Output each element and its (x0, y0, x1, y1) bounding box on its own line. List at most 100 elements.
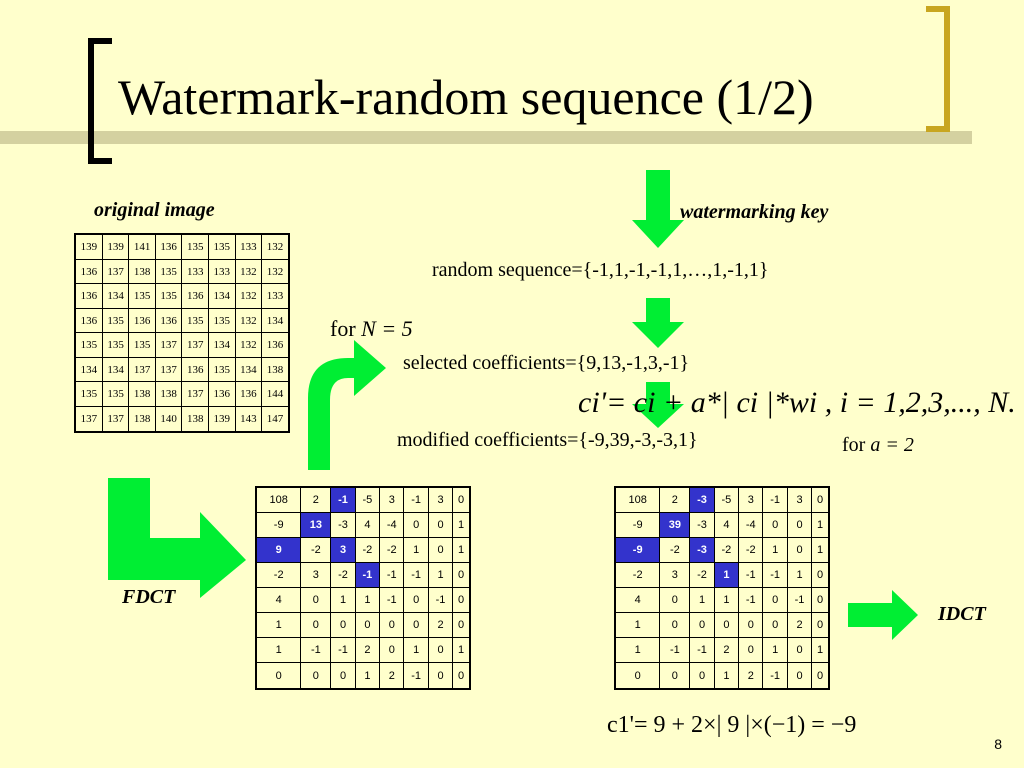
table-cell: -2 (354, 537, 381, 564)
table-cell: 138 (154, 381, 183, 407)
table-cell: 4 (354, 512, 381, 539)
table-cell: 1 (614, 637, 661, 664)
table-cell: 2 (659, 486, 691, 514)
table-cell: 138 (128, 381, 156, 407)
table-cell: 0 (452, 612, 471, 639)
table-cell: 134 (101, 356, 130, 383)
table-cell: 137 (128, 356, 156, 383)
table-cell: -1 (659, 637, 691, 664)
table-cell: -2 (738, 537, 764, 564)
down-arrow-icon (632, 170, 684, 248)
for-a-label: for a = 2 (842, 434, 914, 457)
table-cell: 135 (128, 332, 156, 358)
table-cell: 1 (786, 562, 813, 589)
table-cell: 0 (811, 612, 830, 639)
table-cell: -9 (255, 512, 302, 539)
table-cell: 3 (659, 562, 691, 589)
fdct-label: FDCT (122, 586, 176, 608)
table-cell: 0 (689, 662, 715, 690)
table-cell: -2 (659, 537, 691, 564)
watermarking-key-label: watermarking key (680, 201, 829, 223)
table-cell: 134 (74, 356, 103, 383)
table-cell: -9 (614, 537, 661, 564)
n-equation: N = 5 (361, 316, 413, 341)
selected-coefficients-text: selected coefficients={9,13,-1,3,-1} (403, 352, 690, 374)
table-cell: 1 (762, 637, 788, 664)
table-cell: 139 (208, 405, 236, 433)
table-cell: 138 (181, 405, 209, 433)
table-cell: -4 (379, 512, 405, 539)
table-cell: 136 (74, 258, 103, 285)
table-cell: 132 (234, 258, 263, 285)
table-cell: 108 (614, 486, 661, 514)
table-cell: 0 (379, 637, 405, 664)
table-cell: 0 (354, 612, 381, 639)
for-word: for (330, 316, 356, 341)
table-cell: 0 (689, 612, 715, 639)
table-cell: 0 (300, 662, 332, 690)
embedding-formula: ci'= ci + a*| ci |*wi , i = 1,2,3,..., N… (578, 386, 1016, 419)
table-cell: 132 (234, 307, 263, 334)
table-cell: 0 (403, 587, 429, 614)
table-cell: 138 (261, 356, 290, 383)
table-cell: 132 (261, 258, 290, 285)
table-cell: 0 (738, 612, 764, 639)
table-cell: 0 (738, 637, 764, 664)
table-cell: -1 (330, 637, 356, 664)
table-cell: 135 (101, 332, 130, 358)
table-cell: -1 (427, 587, 454, 614)
table-cell: 135 (74, 381, 103, 407)
table-cell: -2 (379, 537, 405, 564)
table-cell: 137 (74, 405, 103, 433)
table-cell: 1 (403, 637, 429, 664)
table-cell: 0 (427, 637, 454, 664)
table-cell: 1 (354, 587, 381, 614)
table-cell: 2 (379, 662, 405, 690)
table-cell: 1 (452, 512, 471, 539)
modified-coefficients-text: modified coefficients={-9,39,-3,-3,1} (397, 429, 698, 451)
table-cell: -1 (689, 637, 715, 664)
table-cell: 136 (261, 332, 290, 358)
table-cell: 132 (234, 283, 263, 309)
table-cell: 0 (427, 512, 454, 539)
table-cell: 1 (811, 512, 830, 539)
table-cell: 0 (300, 587, 332, 614)
table-cell: 13 (300, 512, 332, 539)
table-cell: 136 (74, 283, 103, 309)
table-cell: 4 (713, 512, 740, 539)
table-cell: 0 (659, 612, 691, 639)
table-cell: -9 (614, 512, 661, 539)
table-cell: -1 (738, 562, 764, 589)
table-cell: -1 (762, 486, 788, 514)
table-cell: 1 (811, 637, 830, 664)
table-cell: 137 (154, 332, 183, 358)
table-cell: 0 (330, 662, 356, 690)
table-cell: -1 (403, 562, 429, 589)
table-cell: 1 (452, 537, 471, 564)
table-cell: 1 (427, 562, 454, 589)
table-cell: 0 (786, 662, 813, 690)
table-cell: 133 (261, 283, 290, 309)
table-cell: 3 (738, 486, 764, 514)
table-cell: 139 (74, 233, 103, 260)
table-cell: 136 (181, 283, 209, 309)
table-cell: 134 (208, 332, 236, 358)
table-cell: -1 (300, 637, 332, 664)
table-cell: 0 (452, 587, 471, 614)
table-cell: 2 (713, 637, 740, 664)
table-cell: 0 (811, 587, 830, 614)
table-cell: 0 (403, 512, 429, 539)
table-cell: -3 (689, 537, 715, 564)
curved-up-arrow-icon (308, 340, 386, 470)
table-cell: 0 (786, 512, 813, 539)
